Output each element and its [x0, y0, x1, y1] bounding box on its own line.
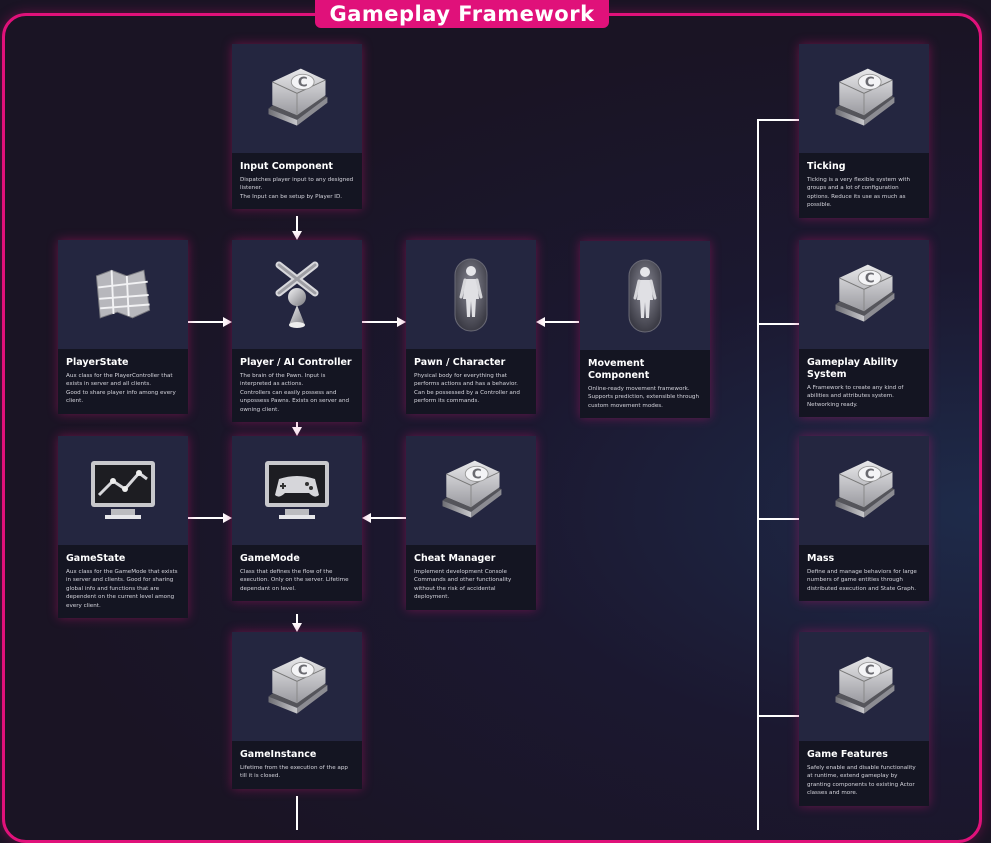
card-title: Mass	[807, 553, 835, 564]
arrow-gamemode-gameinstance	[292, 623, 302, 632]
diagram-title: Gameplay Framework	[315, 0, 609, 28]
connector-mass	[757, 518, 799, 520]
card-title: Ticking	[807, 161, 846, 172]
card-title: Pawn / Character	[414, 357, 506, 368]
card-description: Define and manage behaviors for large nu…	[807, 569, 917, 592]
connector-gas	[757, 323, 799, 325]
card-cheat-manager[interactable]: Cheat Manager Implement development Cons…	[406, 436, 536, 610]
arrow-gamestate-gamemode	[223, 513, 232, 523]
card-mass[interactable]: Mass Define and manage behaviors for lar…	[799, 436, 929, 602]
card-input-component[interactable]: Input Component Dispatches player input …	[232, 44, 362, 210]
class-book-icon	[232, 44, 362, 153]
card-description: Lifetime from the execution of the app t…	[240, 765, 348, 780]
card-description: A Framework to create any kind of abilit…	[807, 385, 904, 408]
chart-monitor-icon	[58, 436, 188, 545]
card-game-mode[interactable]: GameMode Class that defines the flow of …	[232, 436, 362, 602]
gamepad-monitor-icon	[232, 436, 362, 545]
class-book-icon	[232, 632, 362, 741]
card-title: Input Component	[240, 161, 333, 172]
connector-cheat-gamemode	[371, 517, 406, 519]
class-book-icon	[799, 436, 929, 545]
card-description: Safely enable and disable functionality …	[807, 765, 916, 797]
card-description: Implement development Console Commands a…	[414, 569, 512, 601]
card-description: Aux class for the PlayerController that …	[66, 373, 176, 405]
card-description: Online-ready movement framework. Support…	[588, 386, 700, 409]
connector-controller-pawn	[362, 321, 398, 323]
card-title: GameInstance	[240, 749, 317, 760]
card-title: GameState	[66, 553, 126, 564]
card-game-features[interactable]: Game Features Safely enable and disable …	[799, 632, 929, 806]
controller-icon	[232, 240, 362, 349]
connector-gameinstance-down	[296, 796, 298, 830]
card-title: Player / AI Controller	[240, 357, 352, 368]
card-controller[interactable]: Player / AI Controller The brain of the …	[232, 240, 362, 423]
card-ticking[interactable]: Ticking Ticking is a very flexible syste…	[799, 44, 929, 218]
connector-controller-gamemode	[296, 420, 298, 428]
card-game-instance[interactable]: GameInstance Lifetime from the execution…	[232, 632, 362, 789]
arrow-controller-gamemode	[292, 427, 302, 436]
connector-gamestate-gamemode	[188, 517, 224, 519]
connector-right-trunk	[757, 119, 759, 830]
card-title: Movement Component	[588, 358, 650, 381]
map-icon	[58, 240, 188, 349]
arrow-input-controller	[292, 231, 302, 240]
class-book-icon	[799, 44, 929, 153]
card-description: Dispatches player input to any designed …	[240, 177, 354, 200]
card-description: The brain of the Pawn. Input is interpre…	[240, 373, 350, 413]
connector-movement-pawn	[545, 321, 579, 323]
connector-playerstate-controller	[188, 321, 224, 323]
card-pawn[interactable]: Pawn / Character Physical body for every…	[406, 240, 536, 414]
connector-ticking	[757, 119, 799, 121]
card-title: GameMode	[240, 553, 300, 564]
card-description: Physical body for everything that perfor…	[414, 373, 520, 405]
card-movement-component[interactable]: Movement Component Online-ready movement…	[580, 241, 710, 419]
card-description: Ticking is a very flexible system with g…	[807, 177, 911, 209]
class-book-icon	[799, 240, 929, 349]
card-title: Gameplay Ability System	[807, 357, 898, 380]
class-book-icon	[406, 436, 536, 545]
connector-game-features	[757, 715, 799, 717]
card-title: PlayerState	[66, 357, 129, 368]
card-gameplay-ability-system[interactable]: Gameplay Ability System A Framework to c…	[799, 240, 929, 418]
card-title: Game Features	[807, 749, 888, 760]
connector-input-controller	[296, 216, 298, 232]
arrow-movement-pawn	[536, 317, 545, 327]
character-icon	[580, 241, 710, 350]
card-description: Class that defines the flow of the execu…	[240, 569, 349, 592]
card-player-state[interactable]: PlayerState Aux class for the PlayerCont…	[58, 240, 188, 414]
connector-gamemode-gameinstance	[296, 614, 298, 624]
class-book-icon	[799, 632, 929, 741]
arrow-controller-pawn	[397, 317, 406, 327]
card-description: Aux class for the GameMode that exists i…	[66, 569, 178, 609]
arrow-playerstate-controller	[223, 317, 232, 327]
arrow-cheat-gamemode	[362, 513, 371, 523]
card-game-state[interactable]: GameState Aux class for the GameMode tha…	[58, 436, 188, 619]
character-icon	[406, 240, 536, 349]
card-title: Cheat Manager	[414, 553, 496, 564]
